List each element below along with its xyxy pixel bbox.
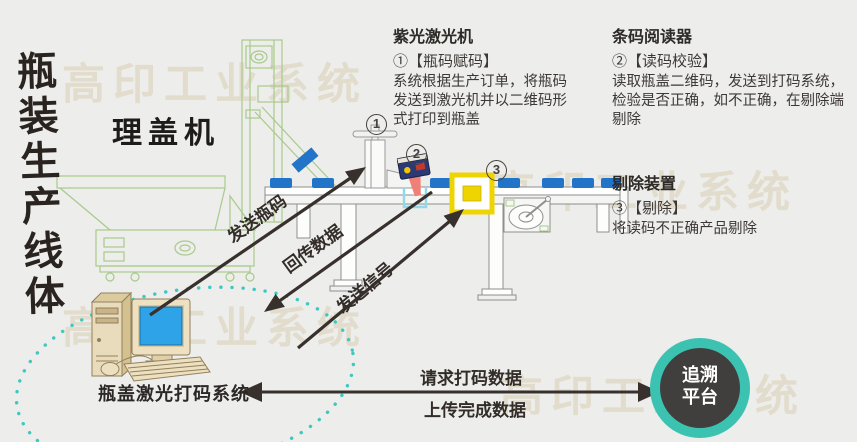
flow-label-request-code-data: 请求打码数据 bbox=[420, 369, 522, 388]
annotation-reader: 条码阅读器 ②【读码校验】 读取瓶盖二维码，发送到打码系统， 检验是否正确，如不… bbox=[612, 23, 854, 130]
annotation-laser-title: 紫光激光机 bbox=[393, 29, 474, 46]
arrow-send-bottle-code bbox=[149, 175, 353, 317]
trace-platform-label: 追溯 平台 bbox=[682, 365, 718, 407]
station-marker-3: 3 bbox=[486, 160, 507, 181]
annotation-laser-body: 系统根据生产订单，将瓶码 发送到激光机并以二维码形 式打印到瓶盖 bbox=[393, 74, 567, 128]
cap-machine-drawing bbox=[56, 39, 343, 282]
trace-platform-circle bbox=[650, 338, 750, 438]
annotation-reader-step: ②【读码校验】 bbox=[612, 53, 718, 70]
scanner-beam bbox=[408, 175, 421, 197]
flow-label-upload-done-data: 上传完成数据 bbox=[424, 401, 526, 420]
reject-frame bbox=[449, 172, 495, 215]
station-marker-2: 2 bbox=[406, 144, 427, 165]
annotation-reject-title: 剔除装置 bbox=[612, 176, 677, 193]
computer-illustration bbox=[90, 291, 211, 382]
annotation-laser-step: ①【瓶码赋码】 bbox=[393, 53, 499, 70]
flow-arrows bbox=[149, 167, 660, 402]
station-marker-1: 1 bbox=[366, 114, 387, 135]
coding-system-label: 瓶盖激光打码系统 bbox=[98, 384, 250, 404]
annotation-reject: 剔除装置 ③【剔除】 将读码不正确产品剔除 bbox=[612, 170, 854, 239]
annotation-reader-title: 条码阅读器 bbox=[612, 29, 693, 46]
annotation-reject-step: ③【剔除】 bbox=[612, 200, 688, 217]
monitor-screen bbox=[139, 306, 183, 346]
annotation-reader-body: 读取瓶盖二维码，发送到打码系统， 检验是否正确，如不正确，在剔除端 剔除 bbox=[612, 74, 844, 128]
arrow-return-data bbox=[277, 190, 433, 304]
arrow-send-signal bbox=[296, 219, 452, 350]
conveyor-belt bbox=[264, 186, 629, 301]
cap-machine-label: 理盖机 bbox=[112, 117, 220, 150]
annotation-reject-body: 将读码不正确产品剔除 bbox=[612, 221, 757, 237]
cap-on-chute bbox=[291, 147, 319, 173]
rotary-reject-unit bbox=[503, 196, 551, 233]
annotation-laser: 紫光激光机 ①【瓶码赋码】 系统根据生产订单，将瓶码 发送到激光机并以二维码形 … bbox=[393, 23, 613, 130]
mouse bbox=[100, 362, 120, 376]
watermark-text: 高印工业系统 bbox=[62, 61, 368, 109]
system-dotted-ellipse bbox=[14, 285, 356, 442]
page-title-vertical: 瓶装生产线体 bbox=[10, 49, 65, 321]
